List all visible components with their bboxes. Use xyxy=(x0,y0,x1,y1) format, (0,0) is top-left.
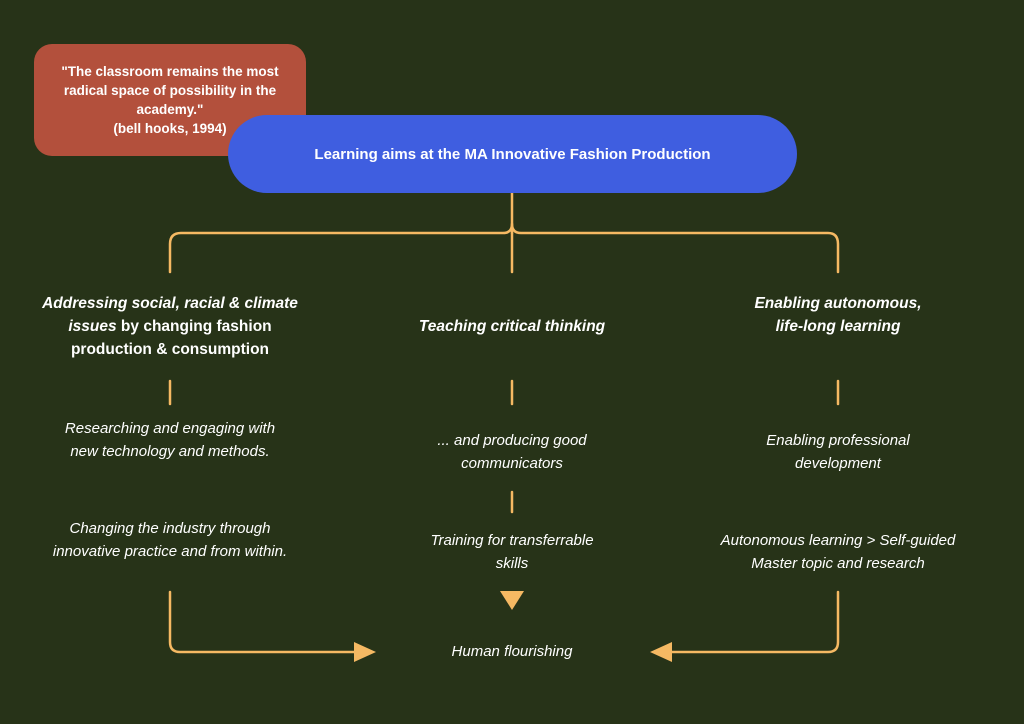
column-2-heading: Teaching critical thinking xyxy=(418,318,606,335)
column-1-heading-italic: Addressing social, racial & climate issu… xyxy=(42,295,298,335)
column-1-heading-upright: by changing fashion production & consump… xyxy=(70,318,272,358)
column-1-heading: Addressing social, racial & climate issu… xyxy=(28,292,312,361)
quote-attribution: (bell hooks, 1994) xyxy=(113,121,227,136)
arrowhead-middle xyxy=(500,591,524,610)
connector-bracket xyxy=(168,222,840,274)
title-pill: Learning aims at the MA Innovative Fashi… xyxy=(228,115,797,193)
connector-right-2 xyxy=(663,590,840,654)
column-1-item-1: Researching and engaging with new techno… xyxy=(64,420,276,460)
column-2-item-2: Training for transferrable skills xyxy=(430,532,594,572)
arrowhead-left xyxy=(354,642,376,662)
outcome-label: Human flourishing xyxy=(451,643,573,660)
column-2-item-1: ... and producing good communicators xyxy=(437,432,587,472)
column-3-item-1: Enabling professional development xyxy=(766,432,910,472)
arrowhead-right xyxy=(650,642,672,662)
column-3-heading: Enabling autonomous, life-long learning xyxy=(754,295,922,335)
connector-left-2 xyxy=(168,590,362,654)
column-1-item-2: Changing the industry through innovative… xyxy=(52,520,288,560)
diagram-title: Learning aims at the MA Innovative Fashi… xyxy=(314,145,711,163)
quote-text: "The classroom remains the most radical … xyxy=(61,64,279,117)
column-3-item-2: Autonomous learning > Self-guided Master… xyxy=(720,532,956,572)
